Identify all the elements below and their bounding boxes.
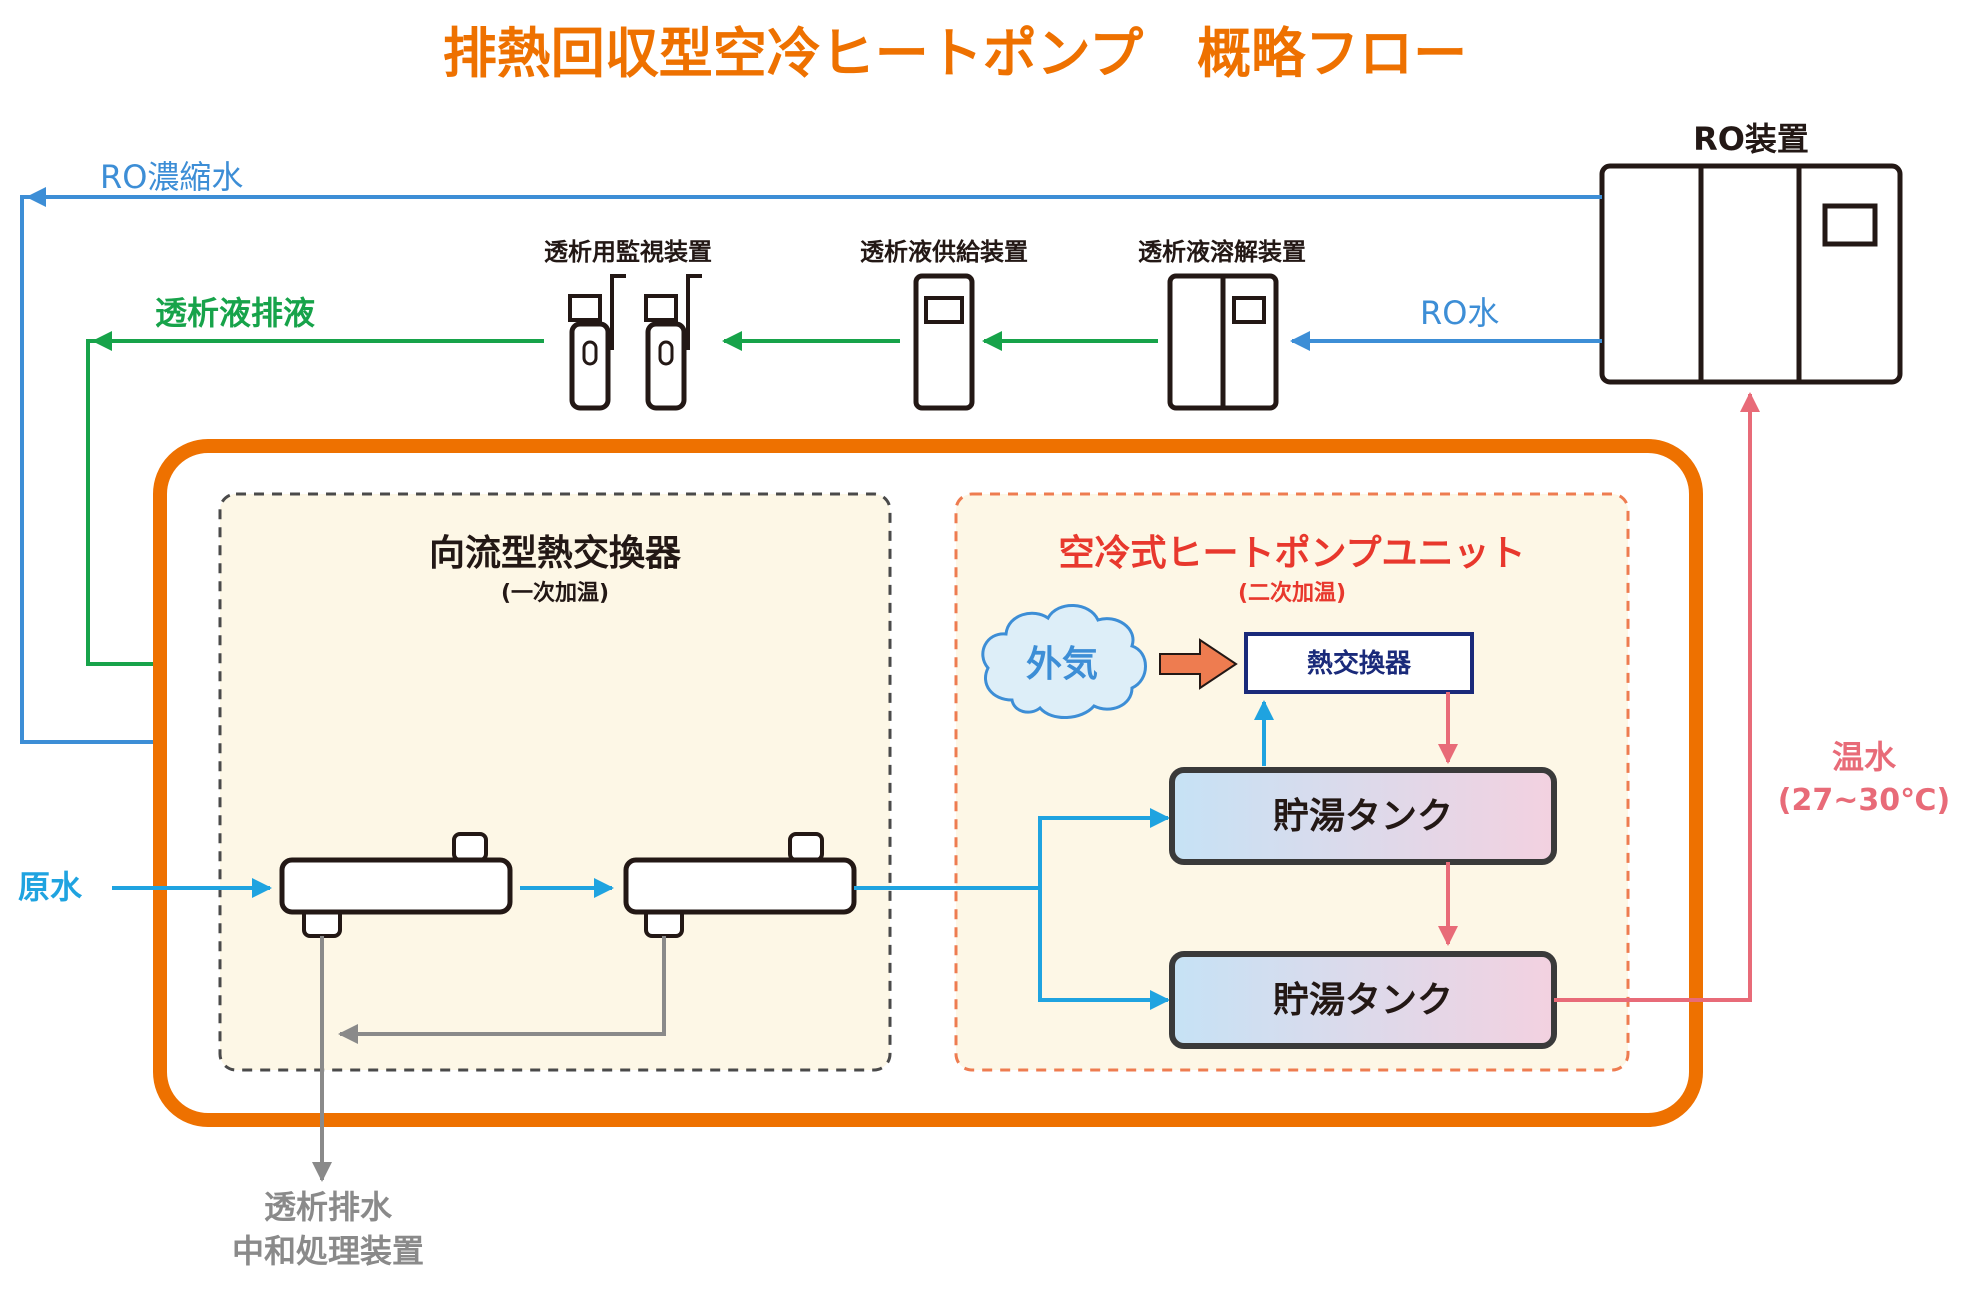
hot-water-label: 温水 xyxy=(1832,738,1897,776)
counterflow-exchanger-2 xyxy=(623,832,857,938)
dissolve-unit-label: 透析液溶解装置 xyxy=(1138,238,1306,266)
outside-air-arrow xyxy=(1159,638,1238,690)
counterflow-subtitle: (一次加温) xyxy=(501,580,609,606)
ro-water-label: RO水 xyxy=(1420,294,1499,332)
to-tank-1-line xyxy=(854,808,1170,890)
hot-water-tank-1-label: 貯湯タンク xyxy=(1273,796,1453,837)
to-tank-2-line xyxy=(1038,888,1170,1010)
hot-water-tank-1 xyxy=(1169,767,1557,865)
heat-exchanger xyxy=(1244,632,1474,694)
monitor-unit-1 xyxy=(568,274,626,411)
hot-water-temp: (27~30℃) xyxy=(1778,783,1950,818)
ro-concentrate-label: RO濃縮水 xyxy=(100,158,243,196)
heatpump-title: 空冷式ヒートポンプユニット xyxy=(1059,532,1526,574)
counterflow-section xyxy=(218,492,892,1072)
hot-water-line xyxy=(1554,392,1760,1002)
drain-output-line1: 透析排水 xyxy=(264,1188,393,1226)
drain-output-line2: 中和処理装置 xyxy=(232,1232,424,1270)
supply-unit-label: 透析液供給装置 xyxy=(860,238,1028,266)
outside-air-cloud xyxy=(981,604,1147,720)
heatpump-subtitle: (二次加温) xyxy=(1238,580,1346,606)
supply-unit xyxy=(913,273,975,411)
exchanger-return-line xyxy=(338,936,666,1044)
dialysate-drain-label: 透析液排液 xyxy=(155,294,315,332)
dissolve-unit xyxy=(1167,273,1279,411)
outside-air-label: 外気 xyxy=(1026,644,1098,685)
hot-water-tank-2-label: 貯湯タンク xyxy=(1273,980,1453,1021)
page-title: 排熱回収型空冷ヒートポンプ 概略フロー xyxy=(443,22,1467,85)
raw-water-label: 原水 xyxy=(18,868,83,906)
heat-exchanger-label: 熱交換器 xyxy=(1307,648,1412,679)
monitor-unit-2 xyxy=(644,274,702,411)
monitor-unit-label: 透析用監視装置 xyxy=(544,238,712,266)
ro-unit xyxy=(1599,163,1903,385)
counterflow-exchanger-1 xyxy=(279,832,513,938)
counterflow-title: 向流型熱交換器 xyxy=(429,532,682,574)
ro-unit-label: RO装置 xyxy=(1693,120,1809,158)
